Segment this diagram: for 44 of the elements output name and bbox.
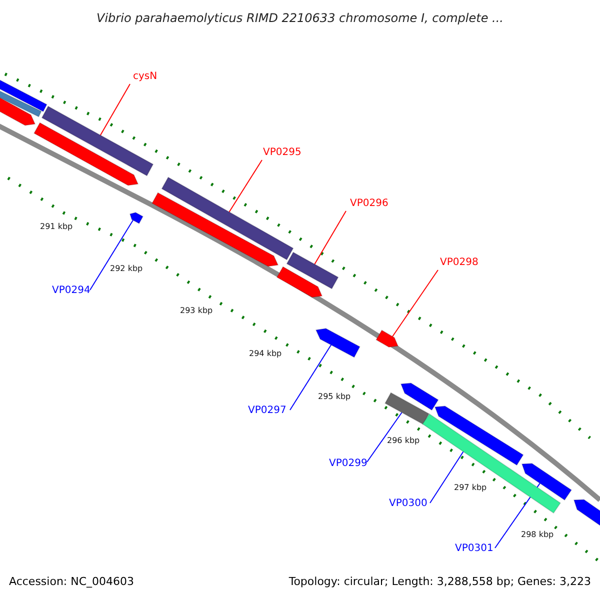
feature-bar [286,252,339,290]
leader-line [366,412,402,462]
gene-block [129,212,144,224]
gene-block [33,122,139,186]
leader-line [430,451,464,504]
feature-bar [384,392,430,425]
feature-bar [0,88,42,118]
gene-block [315,328,360,358]
scale-label: 296 kbp [387,437,420,445]
leader-line [228,160,262,212]
scale-label: 298 kbp [521,531,554,539]
scale-label: 294 kbp [249,350,282,358]
leader-line [290,344,332,410]
gene-block [0,96,36,126]
summary-text: Topology: circular; Length: 3,288,558 bp; Genes: 3,223 [288,576,591,587]
gene-block [276,266,323,298]
gene-block [376,330,399,348]
gene-label: VP0298 [440,258,478,268]
gene-label: VP0295 [263,148,302,158]
gene-label: VP0294 [52,286,90,296]
gene-block [434,406,524,466]
leader-line [392,270,438,337]
scale-label: 292 kbp [110,265,143,273]
feature-bar [41,106,154,176]
scale-label: 295 kbp [318,393,351,401]
gene-block [521,463,572,501]
feature-bar [161,176,294,260]
gene-block [400,382,439,411]
gene-label: VP0299 [329,459,368,469]
scale-label: 293 kbp [180,307,213,315]
feature-bar [0,78,48,112]
chart-title: Vibrio parahaemolyticus RIMD 2210633 chromosome I, complete ... [96,12,504,24]
leader-line [100,84,130,136]
gene-label: VP0297 [248,406,286,416]
accession-text: Accession: NC_004603 [9,576,134,587]
leader-line [90,220,134,290]
scale-label: 291 kbp [40,223,73,231]
gene-label: VP0300 [389,499,428,509]
gene-label: VP0301 [455,544,494,554]
scale-label: 297 kbp [454,484,487,492]
gene-label: cysN [133,72,158,82]
gene-block [151,192,279,267]
leader-line [314,210,346,265]
gene-label: VP0296 [350,199,388,209]
